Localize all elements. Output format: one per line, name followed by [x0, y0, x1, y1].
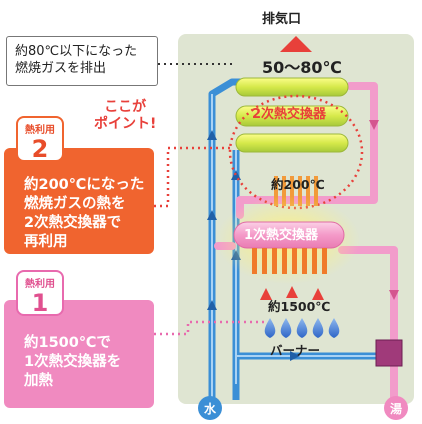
- highlight-circle: [228, 94, 364, 210]
- point2-badge-number: 2: [31, 135, 49, 163]
- connector-point2: [154, 146, 232, 208]
- hot-water-outlet-icon: [384, 396, 408, 420]
- exhaust-arrow-top: [280, 36, 312, 52]
- water-label: 水: [204, 402, 217, 416]
- point1-badge: 熱利用 1: [16, 270, 64, 316]
- exhaust-temp-label: 50～80℃: [262, 58, 342, 77]
- point1-text: 約1500℃で 1次熱交換器を 加熱: [24, 334, 121, 391]
- water-inlet-icon: [198, 396, 222, 420]
- point2-badge: 熱利用 2: [16, 116, 64, 162]
- exhaust-outlet-label: 排気口: [262, 12, 302, 27]
- point-callout-line2: ポイント!: [94, 116, 157, 132]
- point1-line3: 加熱: [24, 373, 53, 389]
- point1-line1: 約1500℃で: [24, 335, 111, 351]
- point2-line1: 約200℃になった: [24, 177, 145, 193]
- point2-panel: [4, 148, 154, 254]
- temp-200-label: 約200℃: [271, 177, 325, 192]
- point-callout-line1: ここが: [104, 99, 147, 115]
- connector-point1: [154, 320, 264, 336]
- point2-line2: 燃焼ガスの熱を: [24, 196, 126, 212]
- hx2-label: 2次熱交換器: [252, 107, 327, 122]
- secondary-heat-exchanger: [235, 77, 349, 153]
- hx1-label: 1次熱交換器: [244, 228, 319, 243]
- temp-1500-label: 約1500℃: [268, 299, 331, 314]
- point1-line2: 1次熱交換器を: [24, 354, 122, 370]
- exhaust-callout-line2: 燃焼ガスを排出: [15, 61, 107, 76]
- point1-badge-label: 熱利用: [25, 279, 55, 290]
- point2-text: 約200℃になった 燃焼ガスの熱を 2次熱交換器で 再利用: [24, 176, 144, 252]
- point1-badge-number: 1: [31, 289, 49, 317]
- heat-arrows-mid: [274, 176, 318, 206]
- burner-label: バーナー: [270, 343, 321, 358]
- burner-flames: [264, 318, 340, 338]
- hot-water-label: 湯: [390, 402, 403, 416]
- point1-panel: [4, 300, 154, 408]
- mixing-unit: [375, 339, 403, 367]
- point2-line4: 再利用: [24, 234, 68, 250]
- point2-badge-label: 熱利用: [25, 125, 55, 136]
- exhaust-callout-line1: 約80℃以下になった: [15, 44, 138, 59]
- exhaust-callout: 約80℃以下になった 燃焼ガスを排出: [6, 36, 158, 86]
- burner-fins: [252, 248, 327, 274]
- heat-arrows-low: [260, 286, 324, 300]
- point-callout: ここが ポイント!: [94, 99, 156, 133]
- point2-line3: 2次熱交換器で: [24, 215, 122, 231]
- primary-heat-exchanger: [233, 221, 345, 249]
